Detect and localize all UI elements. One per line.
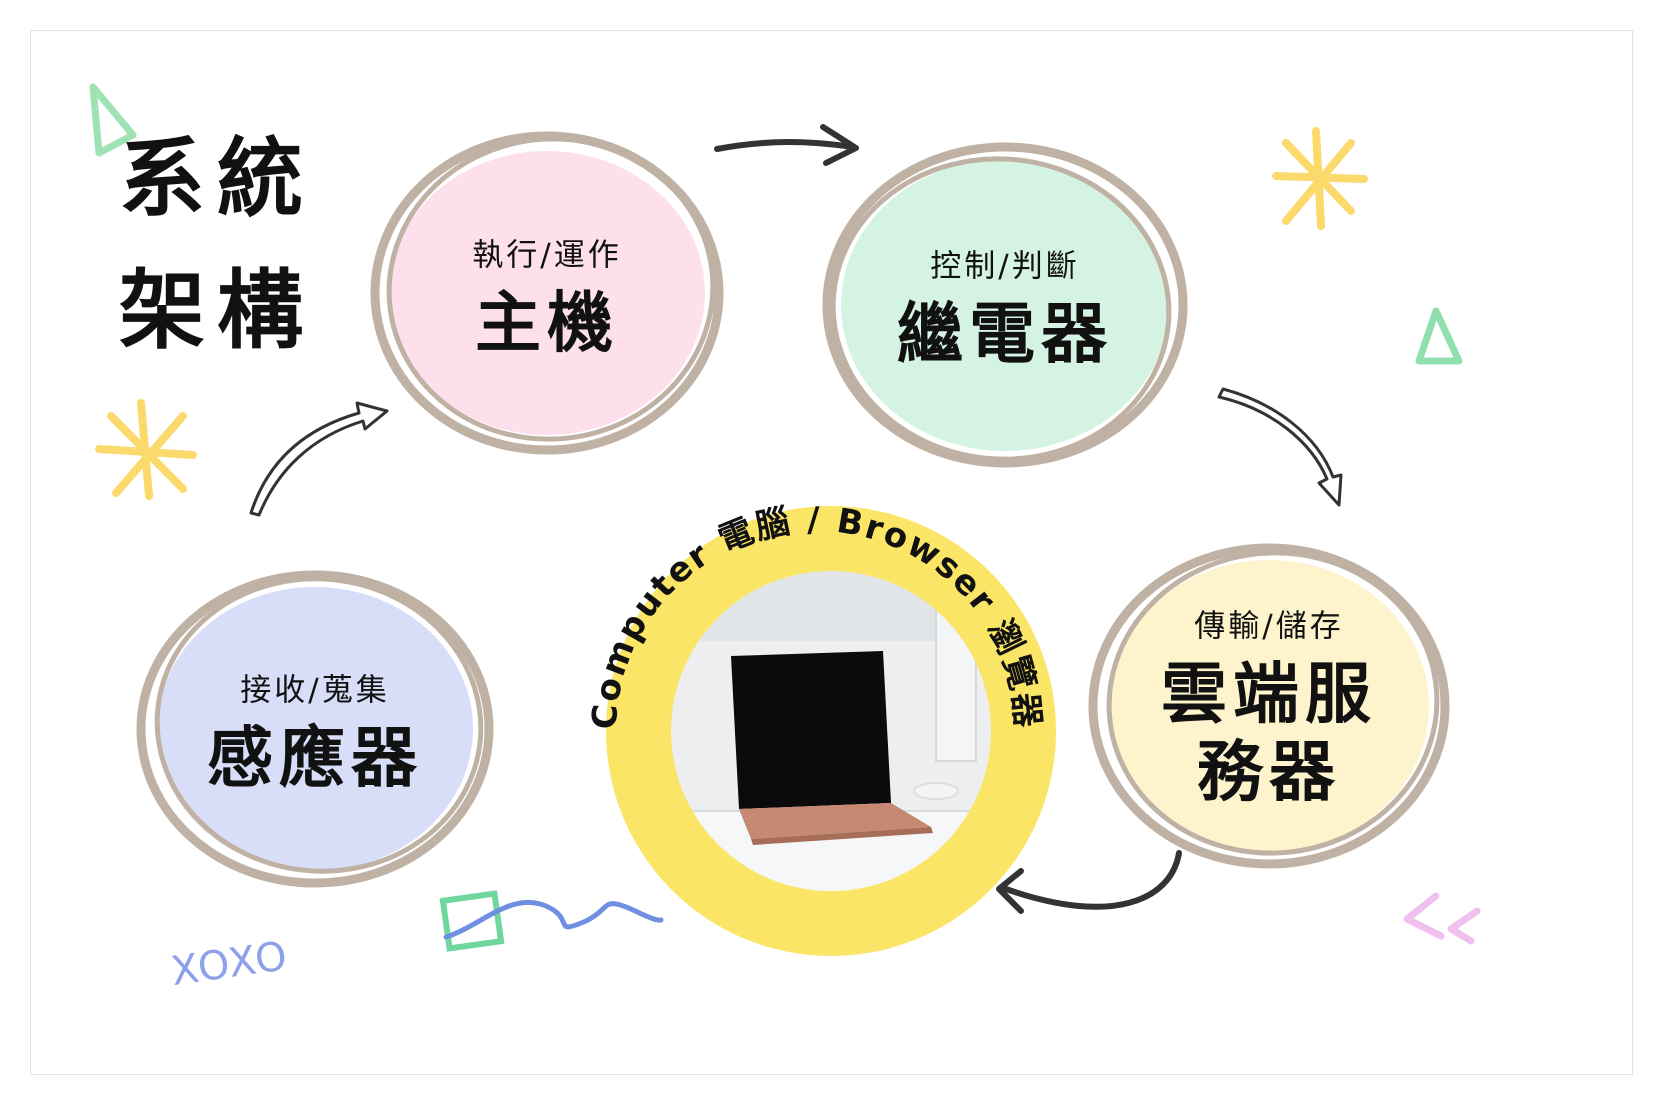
arrow-relay-to-cloud — [1217, 387, 1343, 507]
triangle-doodle-green-right — [1415, 307, 1463, 365]
star-doodle-yellow-left — [95, 399, 197, 500]
chevron-doodle-pink — [1403, 892, 1481, 945]
host-subtitle: 執行/運作 — [472, 237, 622, 274]
relay-subtitle: 控制/判斷 — [930, 248, 1080, 285]
square-doodle-green — [439, 890, 505, 952]
sensor-subtitle: 接收/蒐集 — [240, 672, 390, 709]
laptop-base — [739, 803, 931, 839]
node-sensor — [136, 570, 494, 888]
title-line-1: 系統 — [119, 129, 315, 229]
sensor-name: 感應器 — [207, 719, 423, 797]
cloud-subtitle: 傳輸/儲存 — [1194, 608, 1344, 645]
sensor-label: 接收/蒐集 感應器 — [207, 665, 423, 798]
cloud-name: 雲端服務器 — [1161, 655, 1377, 811]
host-label: 執行/運作 主機 — [472, 230, 621, 363]
arrow-sensor-to-host — [249, 401, 389, 517]
laptop-photo — [671, 571, 991, 891]
relay-label: 控制/判斷 繼電器 — [897, 241, 1113, 374]
node-cloud — [1088, 543, 1450, 869]
host-name: 主機 — [474, 284, 619, 362]
star-doodle-yellow-topright — [1272, 127, 1368, 230]
arrow-cloud-to-center — [996, 850, 1182, 914]
squiggle-doodle-blue — [443, 899, 664, 940]
diagram-title: 系統 架構 — [119, 113, 315, 377]
title-line-2: 架構 — [119, 261, 315, 361]
relay-name: 繼電器 — [897, 295, 1113, 373]
cloud-label: 傳輸/儲存 雲端服務器 — [1144, 601, 1394, 812]
diagram-artwork: Computer 電腦 / Browser 瀏覽器 — [89, 83, 1481, 956]
arrow-host-to-relay — [714, 124, 859, 166]
triangle-doodle-green-topleft — [89, 83, 137, 157]
node-host — [370, 131, 724, 455]
laptop-screen — [731, 651, 891, 809]
center-computer: Computer 電腦 / Browser 瀏覽器 — [585, 500, 1056, 956]
diagram-canvas: Computer 電腦 / Browser 瀏覽器 系統 架構 執行/運作 主機… — [30, 30, 1633, 1075]
node-relay — [822, 142, 1188, 468]
